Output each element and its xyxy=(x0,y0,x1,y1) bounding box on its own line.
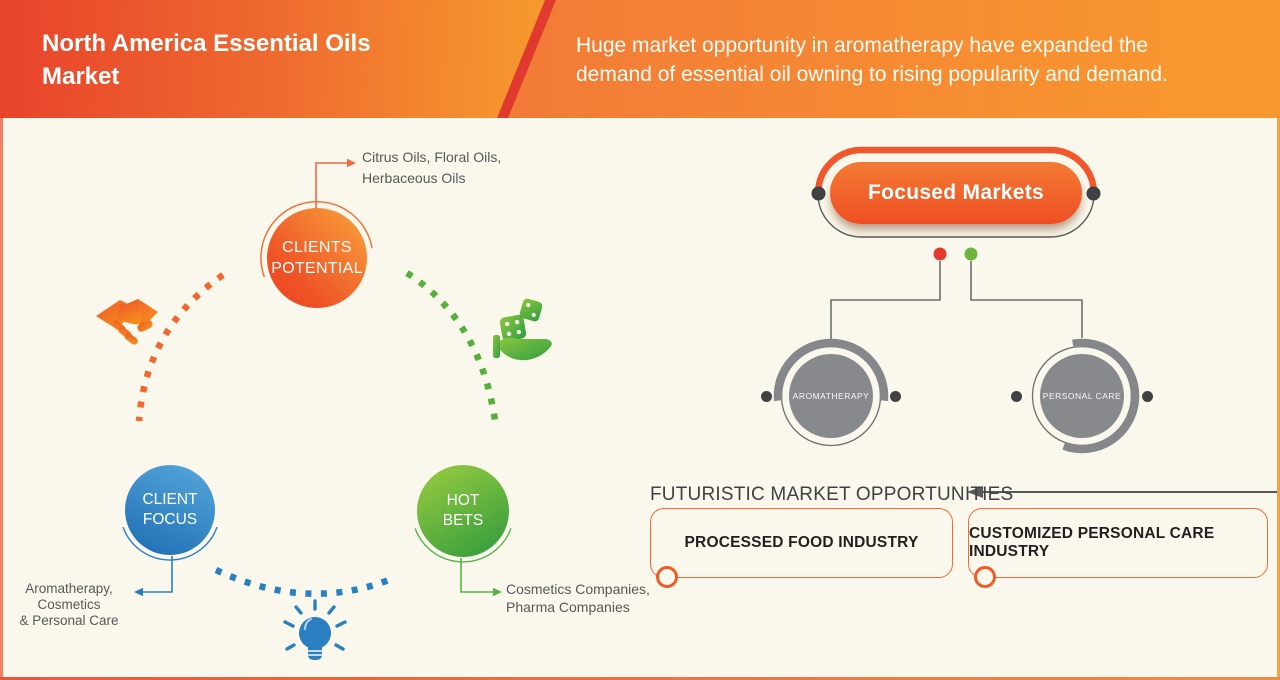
clients-potential-connector xyxy=(315,158,356,209)
note-client-focus: Aromatherapy, Cosmetics & Personal Care xyxy=(19,581,119,628)
cycle-node-clients-potential: CLIENTS POTENTIAL xyxy=(267,208,367,308)
futuristic-heading: FUTURISTIC MARKET OPPORTUNITIES xyxy=(650,484,1014,505)
content-left-border xyxy=(0,118,3,680)
market-circle-personal-care xyxy=(1011,338,1153,454)
market-label-aromatherapy: AROMATHERAPY xyxy=(792,391,870,401)
dotted-arc-green xyxy=(405,270,500,429)
opportunity-box-processed-food: PROCESSED FOOD INDUSTRY xyxy=(650,508,953,578)
header-banner xyxy=(0,0,1280,118)
handshake-icon xyxy=(96,299,158,345)
focused-markets-pill: Focused Markets xyxy=(830,162,1082,224)
dotted-arc-blue xyxy=(214,567,396,597)
note-clients-potential: Citrus Oils, Floral Oils, Herbaceous Oil… xyxy=(362,149,502,186)
frame-right-dot xyxy=(1086,186,1101,201)
cycle-node-hot-bets: HOT BETS xyxy=(417,465,509,557)
client-focus-ring-arc xyxy=(122,526,218,561)
hot-bets-ring-arc xyxy=(414,528,512,563)
hot-bets-connector xyxy=(460,558,502,597)
content-right-border xyxy=(1277,118,1280,680)
futuristic-arrow xyxy=(967,486,1277,498)
focused-markets-frame xyxy=(811,146,1101,341)
market-label-personal-care: PERSONAL CARE xyxy=(1042,391,1122,401)
clients-potential-ring-arc xyxy=(260,201,373,278)
header-right-panel xyxy=(506,0,1280,118)
corner-ring-icon xyxy=(656,566,678,588)
opportunity-box-personal-care: CUSTOMIZED PERSONAL CARE INDUSTRY xyxy=(968,508,1268,578)
note-hot-bets: Cosmetics Companies, Pharma Companies xyxy=(506,581,650,615)
page-title: North America Essential Oils Market xyxy=(42,30,371,90)
frame-left-dot xyxy=(811,186,826,201)
branch-dot-red xyxy=(933,247,947,261)
content-bottom-border xyxy=(0,677,1280,680)
branch-line-right xyxy=(970,261,1083,338)
branch-dot-green xyxy=(964,247,978,261)
dotted-arc-orange xyxy=(135,272,225,422)
corner-ring-icon xyxy=(974,566,996,588)
branch-line-left xyxy=(830,261,941,341)
market-circle-aromatherapy xyxy=(761,338,901,447)
page-subtitle: Huge market opportunity in aromatherapy … xyxy=(576,34,1168,86)
client-focus-connector xyxy=(134,556,173,597)
cycle-node-client-focus: CLIENT FOCUS xyxy=(125,465,215,555)
dice-hand-icon xyxy=(493,298,552,361)
lightbulb-icon xyxy=(283,599,347,660)
